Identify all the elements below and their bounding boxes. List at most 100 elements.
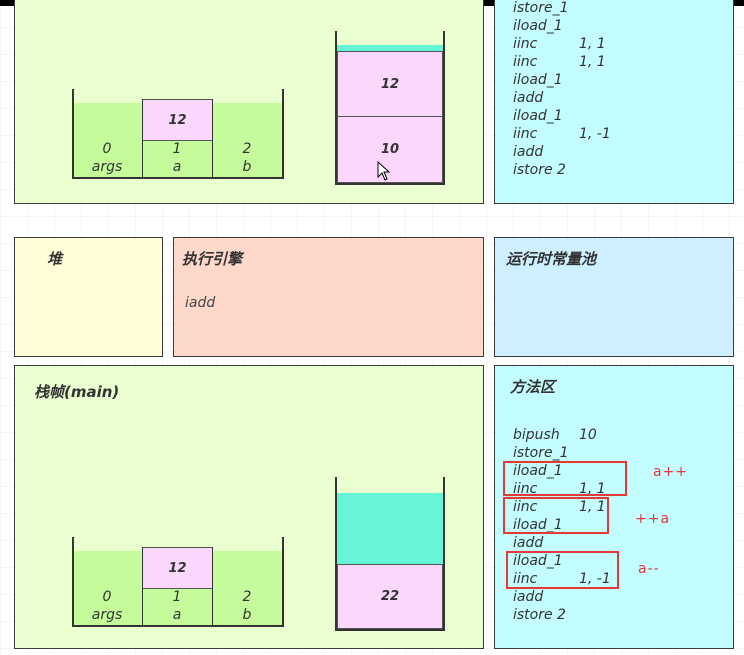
code-line: iload_1 [513, 516, 569, 534]
top-operand-stack: 12 10 [335, 31, 445, 185]
method-area-title: 方法区 [510, 378, 556, 396]
code-op: iinc [513, 36, 538, 52]
local-index-2: 2 [242, 141, 252, 157]
locals-wall-left [72, 537, 74, 627]
locals-wall [212, 547, 213, 627]
code-arg: 1, 1 [579, 36, 606, 52]
current-instruction: iadd [185, 295, 216, 311]
code-op: bipush [513, 427, 560, 443]
code-line: iload_1 [513, 552, 569, 570]
code-op: iadd [513, 589, 544, 605]
stack-wall-right [443, 477, 445, 631]
local-index-0: 0 [102, 141, 112, 157]
code-arg: 10 [579, 427, 597, 443]
code-op: iinc [513, 54, 538, 70]
code-line: iadd [513, 89, 569, 107]
code-op: istore 2 [513, 162, 566, 178]
stack-fill [337, 493, 443, 565]
locals-floor [72, 177, 284, 179]
code-line: bipush 10 [513, 426, 597, 444]
locals-wall-left [72, 89, 74, 179]
annotation-post-decrement: a-- [638, 561, 660, 577]
locals-wall [212, 99, 213, 179]
code-line: iload_1 [513, 71, 569, 89]
code-op: iload_1 [513, 18, 563, 34]
bottom-operand-stack: 22 [335, 477, 445, 631]
code-arg: 1, 1 [579, 499, 606, 515]
execution-engine-title: 执行引擎 [182, 250, 243, 268]
stack-frame-panel: 栈帧(main) 12 0 args 1 a 2 b 22 [14, 365, 484, 649]
code-line: iadd [513, 534, 569, 552]
local-name-b: b [242, 607, 252, 623]
locals-wall [142, 547, 143, 627]
local-slot-2 [212, 103, 282, 179]
stack-fill [337, 45, 443, 53]
code-line: istore 2 [513, 161, 569, 179]
highlight-box-post-increment [503, 461, 627, 496]
code-line: istore 2 [513, 606, 569, 624]
annotation-pre-increment: ++a [635, 511, 671, 527]
code-op: iload_1 [513, 72, 563, 88]
local-index-1: 1 [172, 589, 182, 605]
top-frame-panel: 12 0 args 1 a 2 b 12 10 [14, 0, 484, 204]
code-line: iinc 1, 1 [513, 35, 606, 53]
code-op: iinc [513, 481, 538, 497]
locals-wall [142, 99, 143, 179]
stack-cell-bottom: 10 [337, 116, 443, 183]
locals-wall-right [282, 89, 284, 179]
local-name-a: a [172, 607, 182, 623]
code-line: iload_1 [513, 17, 569, 35]
local-name-args: args [91, 607, 123, 623]
execution-engine-panel: 执行引擎 iadd [173, 237, 484, 357]
local-name-b: b [242, 159, 252, 175]
code-op: iinc [513, 499, 538, 515]
annotation-post-increment: a++ [653, 464, 689, 480]
locals-wall-right [282, 537, 284, 627]
highlight-box-pre-increment [503, 497, 609, 534]
local-slot-1 [142, 141, 212, 179]
heap-panel: 堆 [14, 237, 163, 357]
stack-wall-left [335, 31, 337, 185]
stack-wall-left [335, 477, 337, 631]
stack-wall-right [443, 31, 445, 185]
code-op: istore 2 [513, 607, 566, 623]
code-line: istore_1 [513, 444, 569, 462]
local-slot-2 [212, 551, 282, 627]
code-line: iinc 1, 1 [513, 498, 606, 516]
code-op: iinc [513, 571, 538, 587]
code-line: istore_1 [513, 0, 569, 17]
code-line: iload_1 [513, 107, 569, 125]
stack-floor [335, 183, 445, 185]
code-arg: 1, 1 [579, 54, 606, 70]
code-op: iload_1 [513, 553, 563, 569]
code-op: iload_1 [513, 463, 563, 479]
highlight-box-post-decrement [506, 551, 619, 589]
code-op: iload_1 [513, 108, 563, 124]
constant-pool-title: 运行时常量池 [506, 250, 597, 268]
local-name-a: a [172, 159, 182, 175]
code-line: iload_1 [513, 462, 569, 480]
code-line: iadd [513, 588, 569, 606]
code-op: iinc [513, 126, 538, 142]
code-op: istore_1 [513, 0, 569, 16]
code-op: iadd [513, 144, 544, 160]
local-index-2: 2 [242, 589, 252, 605]
heap-title: 堆 [47, 250, 63, 268]
local-slot-0 [72, 551, 142, 627]
constant-pool-panel: 运行时常量池 [494, 237, 734, 357]
local-slot-1 [142, 589, 212, 627]
stack-frame-title: 栈帧(main) [34, 383, 120, 401]
stack-cell-bottom: 22 [337, 564, 443, 629]
code-line: iinc 1, 1 [513, 53, 606, 71]
local-value-a: 12 [142, 547, 213, 589]
code-op: iload_1 [513, 517, 563, 533]
code-op: iadd [513, 90, 544, 106]
code-op: iadd [513, 535, 544, 551]
local-index-1: 1 [172, 141, 182, 157]
